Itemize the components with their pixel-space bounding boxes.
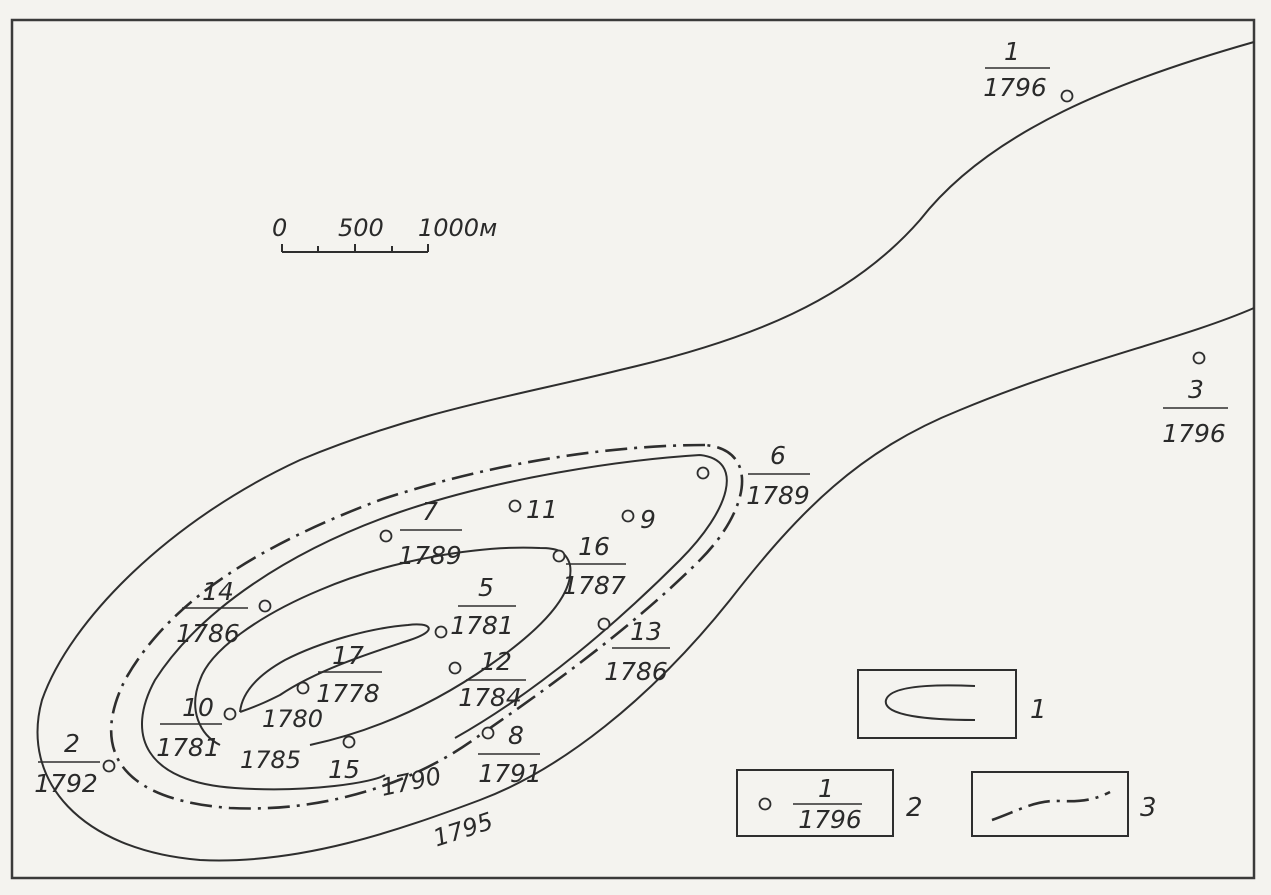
legend-key-1: 1	[1030, 695, 1047, 725]
contour-line-1790	[141, 454, 728, 791]
well-15-marker	[342, 735, 356, 749]
contour-boundary-dashdot	[109, 443, 744, 810]
legend-dashdot-symbol	[991, 790, 1111, 822]
contour-label-1790: 1790	[378, 762, 444, 802]
contour-label-1785: 1785	[240, 746, 301, 774]
well-9-number: 9	[640, 505, 656, 534]
legend-key-2: 2	[906, 793, 923, 823]
legend-item-contour: 1	[857, 669, 1047, 739]
well-6: 6 1789	[696, 441, 810, 510]
scale-tick-500: 500	[338, 214, 384, 242]
well-8: 8 1791	[478, 721, 542, 788]
legend-item-boundary: 3	[971, 771, 1157, 837]
well-9: 9	[621, 505, 656, 534]
well-2-elevation: 1792	[34, 769, 98, 798]
contour-line-1785	[194, 546, 572, 746]
scale-tick-1000: 1000м	[418, 214, 497, 242]
well-15: 15	[328, 735, 360, 784]
well-6-marker	[696, 466, 710, 480]
well-10-marker	[223, 707, 237, 721]
well-11-marker	[508, 499, 522, 513]
well-1: 1 1796	[983, 37, 1074, 103]
well-3-number: 3	[1188, 375, 1204, 404]
well-5-marker	[434, 625, 448, 639]
legend-item-well: 1 1796 2	[736, 769, 923, 837]
legend: 1 1 1796 2 3	[736, 669, 1157, 837]
well-11-number: 11	[526, 495, 558, 524]
well-10: 10 1781	[156, 693, 237, 762]
well-8-marker	[481, 726, 495, 740]
scale-bar: 0 500 1000м	[272, 214, 497, 253]
well-10-elevation: 1781	[156, 733, 220, 762]
contour-label-1780: 1780	[262, 705, 323, 733]
well-5-elevation: 1781	[450, 611, 514, 640]
well-5: 5 1781	[434, 573, 516, 640]
well-17-elevation: 1778	[316, 679, 380, 708]
map-frame	[10, 18, 1256, 880]
well-12-elevation: 1784	[458, 683, 522, 712]
well-13: 13 1786	[597, 617, 670, 686]
well-12-number: 12	[480, 647, 512, 676]
legend-well-symbol	[758, 797, 772, 811]
legend-contour-symbol	[884, 684, 976, 721]
well-14-elevation: 1786	[176, 619, 240, 648]
well-7-elevation: 1789	[398, 541, 462, 570]
well-11: 11	[508, 495, 558, 524]
well-13-number: 13	[630, 617, 662, 646]
well-13-marker	[597, 617, 611, 631]
well-14-marker	[258, 599, 272, 613]
well-1-elevation: 1796	[983, 73, 1047, 102]
legend-sample-number: 1	[818, 774, 834, 803]
well-17: 17 1778	[296, 641, 382, 708]
well-12-marker	[448, 661, 462, 675]
well-6-number: 6	[770, 441, 786, 470]
well-1-marker	[1060, 89, 1074, 103]
well-8-elevation: 1791	[478, 759, 542, 788]
legend-sample-elevation: 1796	[798, 805, 862, 834]
well-3: 3 1796	[1162, 351, 1228, 448]
well-7-number: 7	[422, 497, 438, 526]
well-14-number: 14	[202, 577, 234, 606]
well-8-number: 8	[508, 721, 524, 750]
scale-tick-0: 0	[272, 214, 287, 242]
well-2-number: 2	[64, 729, 80, 758]
well-5-number: 5	[478, 573, 494, 602]
well-16-number: 16	[578, 532, 610, 561]
well-7-marker	[379, 529, 393, 543]
legend-key-3: 3	[1140, 793, 1157, 823]
well-7: 7 1789	[379, 497, 462, 570]
well-6-elevation: 1789	[746, 481, 810, 510]
contour-line-1795	[36, 41, 1255, 862]
contour-line-1780	[239, 623, 430, 713]
well-16: 16 1787	[552, 532, 626, 600]
well-3-marker	[1192, 351, 1206, 365]
well-13-elevation: 1786	[604, 657, 668, 686]
well-9-marker	[621, 509, 635, 523]
well-16-elevation: 1787	[562, 571, 626, 600]
well-2-marker	[102, 759, 116, 773]
well-17-marker	[296, 681, 310, 695]
well-2: 2 1792	[34, 729, 116, 798]
well-17-number: 17	[332, 641, 364, 670]
well-16-marker	[552, 549, 566, 563]
well-12: 12 1784	[448, 647, 526, 712]
well-15-number: 15	[328, 755, 360, 784]
well-1-number: 1	[1004, 37, 1020, 66]
well-14: 14 1786	[176, 577, 272, 648]
well-3-elevation: 1796	[1162, 419, 1226, 448]
well-10-number: 10	[182, 693, 214, 722]
